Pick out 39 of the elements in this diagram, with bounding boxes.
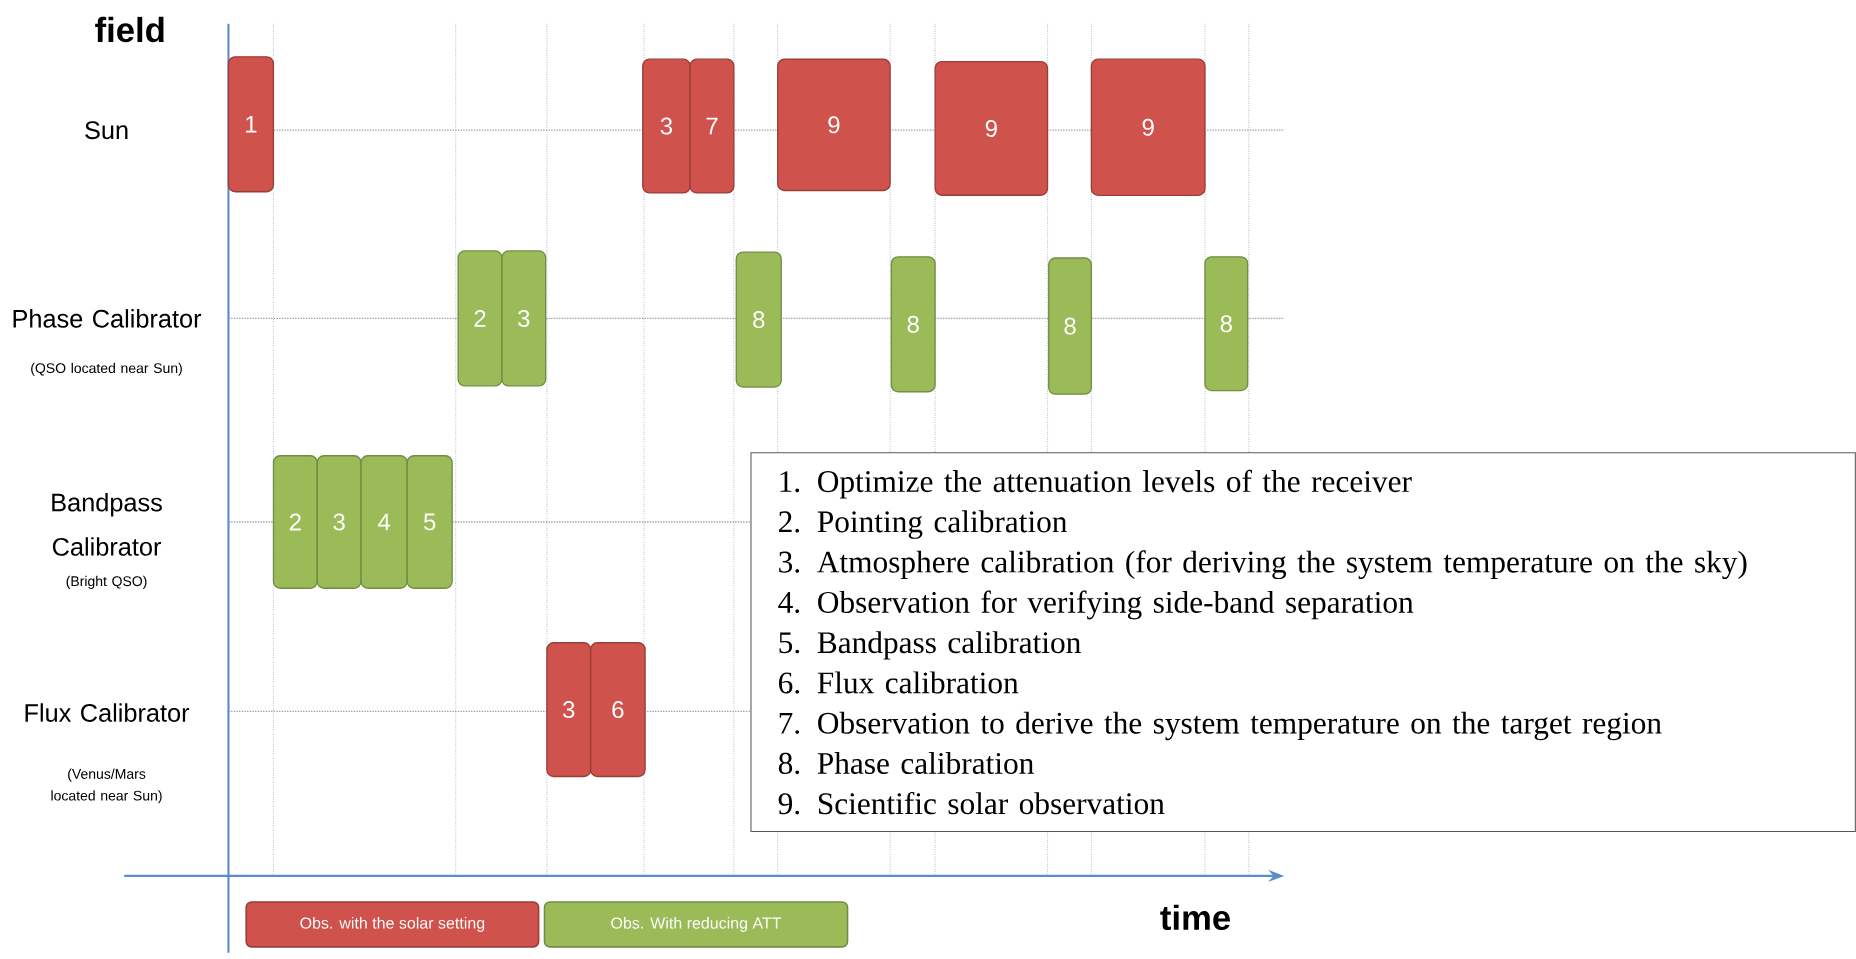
observation-block: 3 <box>642 58 691 194</box>
observation-block: 6 <box>590 642 646 778</box>
row-sublabel: (Venus/Mars located near Sun) <box>51 768 162 804</box>
observation-block: 9 <box>934 61 1049 197</box>
observation-block: 4 <box>360 455 408 590</box>
legend-entry: Obs. With reducing ATT <box>543 901 849 948</box>
row-sublabel: (QSO located near Sun) <box>31 362 182 376</box>
axis-label: field <box>95 16 164 43</box>
observation-block: 8 <box>735 251 782 388</box>
observation-block: 5 <box>406 455 453 590</box>
legend-entry: Obs. with the solar setting <box>245 901 540 948</box>
observation-block: 3 <box>501 250 547 387</box>
numbered-list-box: 1. Optimize the attenuation levels of the receiver 2. Pointing calibration 3. Atmosphere calibration (for deriving the system temperature on the sky) 4. Observation for verifying side-band separation 5. Bandpass calibration 6. Flux calibration 7. Observation to derive the system temperature on the target region 8. Phase calibration 9. Scientific solar observation <box>750 452 1856 833</box>
observation-block: 3 <box>546 642 592 778</box>
node-label: 9. Scientific solar observation <box>778 792 1165 815</box>
axis-label: time <box>1160 904 1230 931</box>
node-label: 1. Optimize the attenuation levels of the receiver <box>780 469 1412 499</box>
observation-block: 9 <box>777 58 891 192</box>
observation-block: 9 <box>1090 58 1206 197</box>
row-sublabel: (Bright QSO) <box>66 575 147 589</box>
node-label: 2. Pointing calibration <box>779 510 1067 539</box>
row-label: Bandpass Calibrator <box>52 493 162 556</box>
observation-block: 2 <box>457 250 503 387</box>
row-label: Phase Calibrator <box>13 309 202 328</box>
observation-block: 8 <box>1048 257 1093 395</box>
node-label: 5. Bandpass calibration <box>779 631 1081 660</box>
node-label: 8. Phase calibration <box>778 752 1034 775</box>
node-label: 7. Observation to derive the system temperature on the target region <box>779 711 1662 741</box>
node-label: 4. Observation for verifying side-band separation <box>778 590 1414 620</box>
observation-block: 8 <box>890 256 936 393</box>
observation-block: 2 <box>272 455 318 590</box>
observation-block: 7 <box>689 58 735 194</box>
observation-block: 8 <box>1204 256 1249 392</box>
row-label: Sun <box>85 121 128 140</box>
row-label: Flux Calibrator <box>25 703 190 722</box>
node-label: 3. Atmosphere calibration (for deriving the system temperature on the sky) <box>779 550 1747 580</box>
observation-block: 3 <box>316 455 362 590</box>
observation-block: 1 <box>227 56 275 193</box>
node-label: 6. Flux calibration <box>779 671 1019 694</box>
